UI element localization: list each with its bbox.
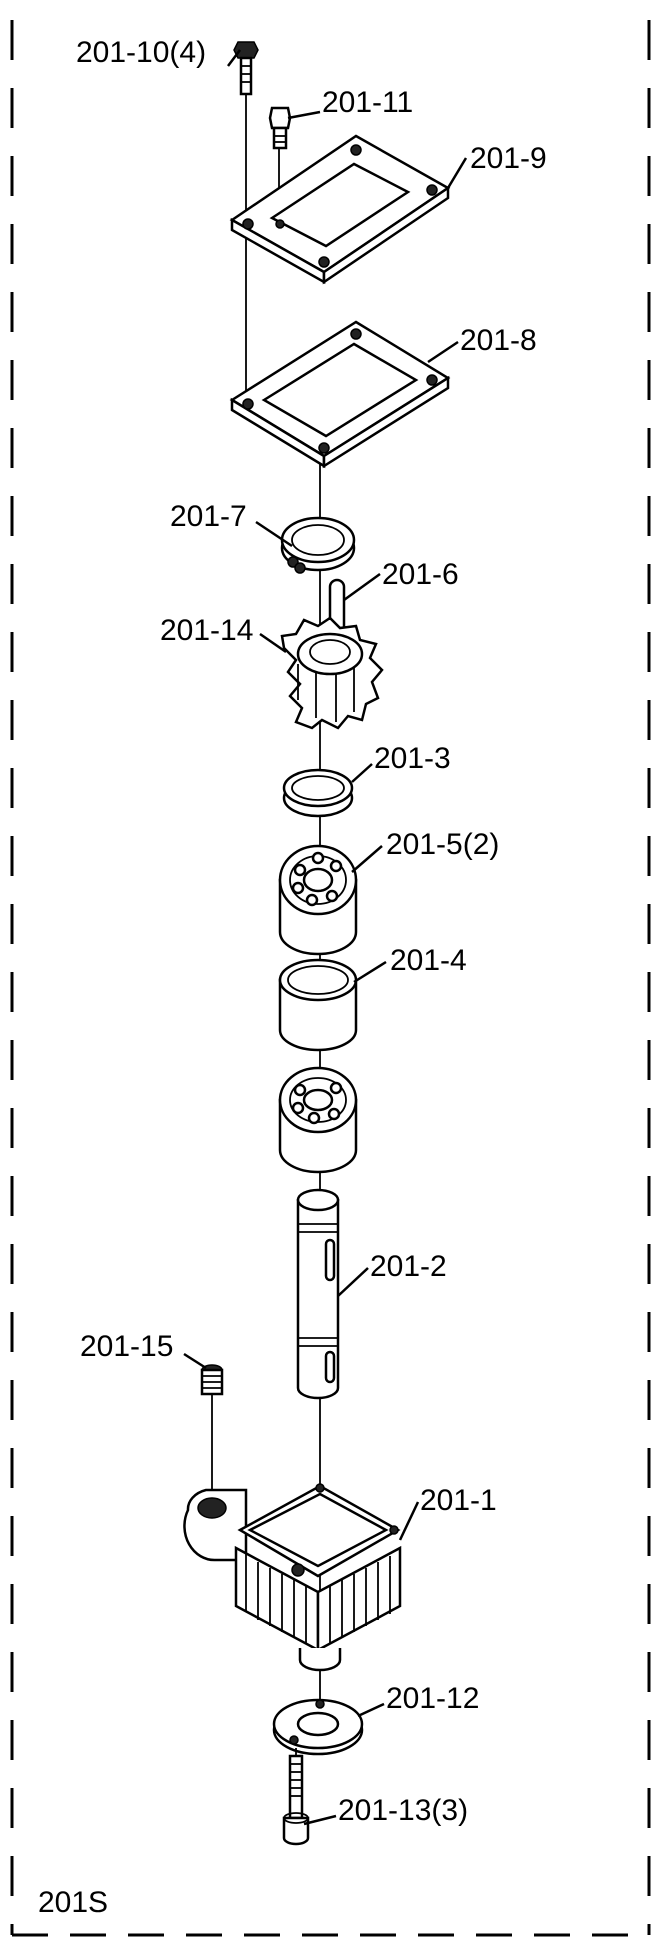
part-201-4-sleeve — [278, 958, 358, 1052]
part-201-11-plug — [268, 106, 292, 150]
label-201-5: 201-5(2) — [386, 828, 499, 861]
leader-lines — [183, 49, 468, 1826]
part-201-2-shaft — [296, 1188, 340, 1400]
label-201-10: 201-10(4) — [76, 36, 206, 69]
label-201-4: 201-4 — [390, 944, 467, 977]
assembly-id: 201S — [38, 1886, 108, 1919]
label-201-2: 201-2 — [370, 1250, 447, 1283]
label-201-6: 201-6 — [382, 558, 459, 591]
label-201-8: 201-8 — [460, 324, 537, 357]
part-201-12-flange — [272, 1698, 364, 1756]
label-201-3: 201-3 — [374, 742, 451, 775]
part-201-13-bolt — [282, 1748, 310, 1846]
part-201-7-retaining-ring — [280, 516, 356, 574]
part-201-8-gasket — [229, 320, 451, 469]
dashed-frame — [10, 20, 651, 1937]
part-201-14-gear — [280, 616, 384, 730]
part-201-10-bolt — [233, 41, 259, 96]
label-201-9: 201-9 — [470, 142, 547, 175]
label-201-7: 201-7 — [170, 500, 247, 533]
part-201-5-bearing-upper — [278, 844, 358, 956]
label-201-14: 201-14 — [160, 614, 253, 647]
label-201-1: 201-1 — [420, 1484, 497, 1517]
label-201-11: 201-11 — [322, 86, 413, 119]
label-201-15: 201-15 — [80, 1330, 173, 1363]
label-201-12: 201-12 — [386, 1682, 479, 1715]
part-201-9-cover-plate — [229, 134, 451, 285]
part-201-5-bearing-lower — [278, 1066, 358, 1174]
part-201-15-plug — [200, 1364, 224, 1396]
part-201-1-gearbox-housing — [183, 1483, 402, 1672]
part-201-3-spacer-ring — [282, 768, 354, 818]
label-201-13: 201-13(3) — [338, 1794, 468, 1827]
